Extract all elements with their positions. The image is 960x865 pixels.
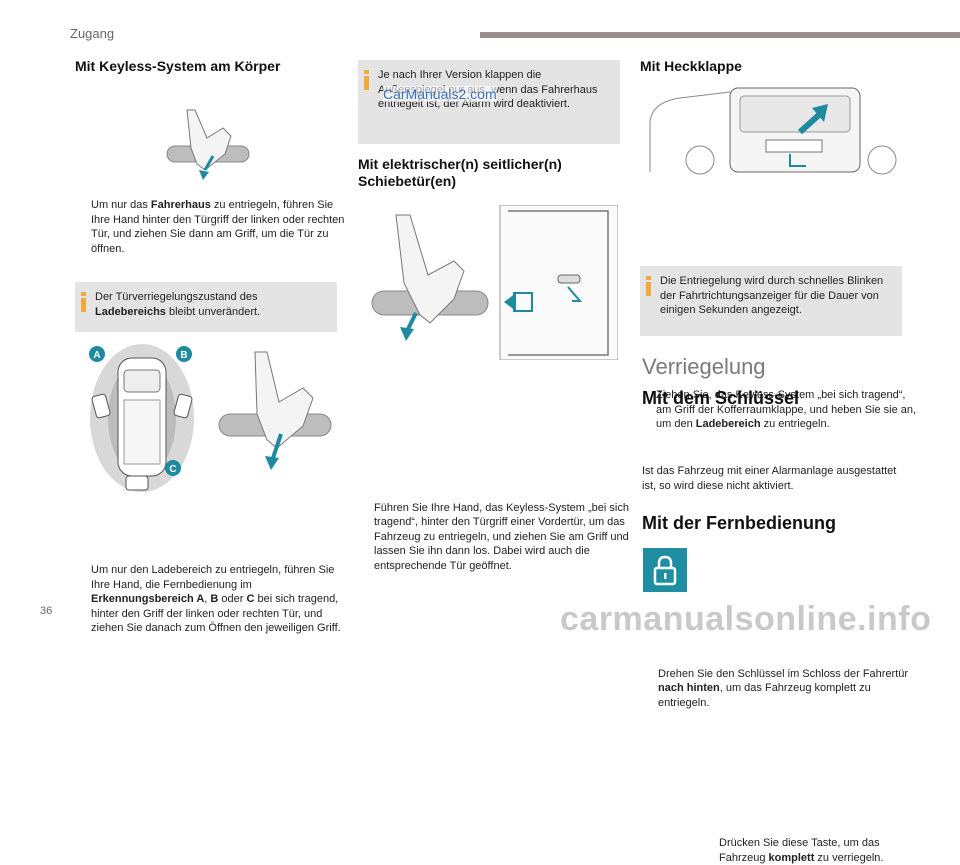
tailgate-instruction: Ziehen Sie, das Keyless-System „bei sich… xyxy=(656,389,917,430)
tailgate-illustration xyxy=(640,82,902,178)
watermark: carmanualsonline.info xyxy=(560,600,932,638)
alarm-note: Ist das Fahrzeug mit einer Alarmanlage a… xyxy=(642,465,897,492)
zone-b-badge xyxy=(176,346,192,362)
lock-button-icon xyxy=(643,548,687,592)
key-instruction: Drehen Sie den Schlüssel im Schloss der … xyxy=(658,667,909,709)
header-bar xyxy=(480,32,960,38)
sliding-door-instruction: Führen Sie Ihre Hand, das Keyless-System… xyxy=(374,501,629,572)
tailgate-title: Mit Heckklappe xyxy=(640,58,742,74)
with-remote-title: Mit der Fernbedienung xyxy=(642,513,837,533)
zone-c-label: C xyxy=(169,464,176,475)
sliding-door-title: Mit elektrischer(n) seitlicher(n) Schieb… xyxy=(358,156,562,189)
keyless-body-title: Mit Keyless-System am Körper xyxy=(75,58,281,74)
page-number: 36 xyxy=(40,605,53,617)
detection-zones-illustration: A B C xyxy=(89,344,194,492)
zone-a-badge xyxy=(89,346,105,362)
zone-b-label: B xyxy=(180,350,187,361)
ladebereich-instruction: Um nur den Ladebereich zu entriegeln, fü… xyxy=(91,564,341,634)
info-icon xyxy=(364,70,369,90)
remote-instruction: Drücken Sie diese Taste, um das Fahrzeug… xyxy=(719,837,884,864)
info-box-ladebereich: Der Türverriegelungszustand des Ladebere… xyxy=(75,282,337,332)
zone-c-badge xyxy=(165,460,181,476)
with-key-title: Mit dem Schlüssel xyxy=(642,388,800,408)
padlock-icon xyxy=(653,555,677,586)
info-icon xyxy=(81,292,86,312)
sliding-door-illustration xyxy=(371,205,618,360)
hand-handle-illustration-2 xyxy=(218,351,332,470)
zone-a-label: A xyxy=(93,350,100,361)
watermark-small: CarManuals2.com xyxy=(383,86,497,102)
section-header: Zugang xyxy=(70,26,115,41)
info-icon xyxy=(646,276,651,296)
info-box-mirrors: Je nach Ihrer Version klappen die Außens… xyxy=(358,60,620,144)
info-box-blinkers: Die Entriegelung wird durch schnelles Bl… xyxy=(640,266,902,336)
fahrerhaus-instruction: Um nur das Fahrerhaus zu entriegeln, füh… xyxy=(91,199,345,255)
locking-heading: Verriegelung xyxy=(642,354,766,379)
hand-handle-illustration-1 xyxy=(166,109,250,180)
